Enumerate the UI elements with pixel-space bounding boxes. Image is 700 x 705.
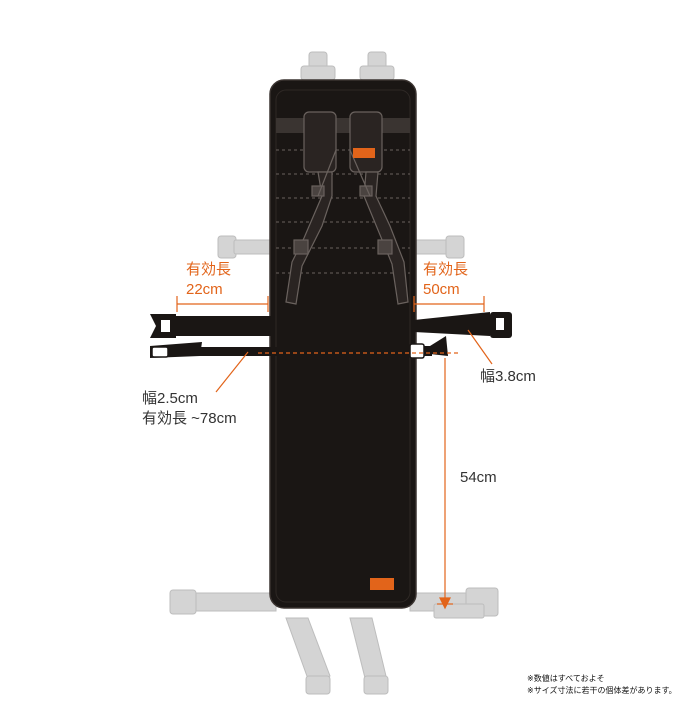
strap-length-label: 有効長 ~78cm <box>142 410 237 427</box>
shoulder-straps <box>285 111 409 305</box>
lower-strap <box>150 336 448 359</box>
stitch-lines <box>276 149 410 274</box>
top-left-buckle-icon <box>300 51 336 83</box>
note-approximate: ※数値はすべておよそ <box>527 674 605 683</box>
main-panel <box>269 79 417 609</box>
right-side-buckle-icon <box>411 235 465 259</box>
left-length-title: 有効長 <box>186 261 232 278</box>
right-length-title: 有効長 <box>423 261 469 278</box>
bottom-leg-straps <box>285 617 389 695</box>
left-length-value: 22cm <box>186 281 223 298</box>
top-webbing-band <box>276 118 410 133</box>
panel-height-label: 54cm <box>460 469 497 486</box>
top-logo-tag-icon <box>353 148 375 158</box>
grey-hardware <box>169 51 499 695</box>
note-variance: ※サイズ寸法に若干の個体差があります。 <box>527 686 677 695</box>
strap-width-label: 幅2.5cm <box>142 390 198 407</box>
left-side-buckle-icon <box>217 235 277 259</box>
bottom-belt <box>169 587 499 619</box>
belt-width-label: 幅3.8cm <box>480 368 536 385</box>
dimension-lines <box>176 296 493 610</box>
right-length-value: 50cm <box>423 281 460 298</box>
bottom-logo-tag-icon <box>370 578 394 590</box>
top-right-buckle-icon <box>359 51 395 83</box>
waist-belt <box>150 312 512 338</box>
